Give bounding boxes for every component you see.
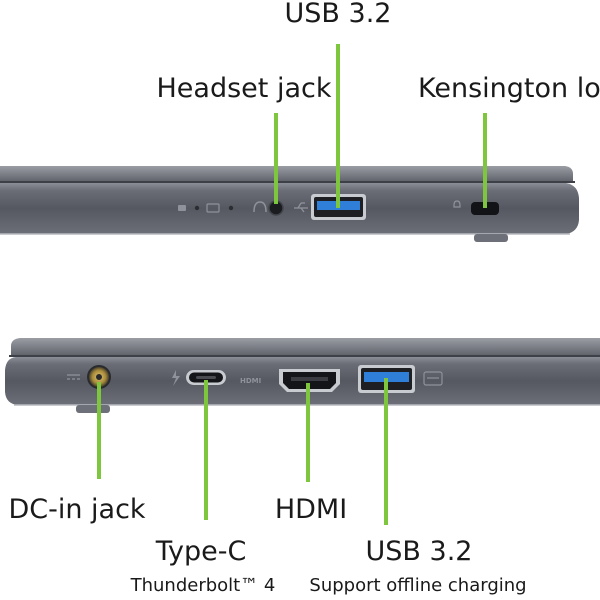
usb-charge-icon [423,371,443,386]
headset-port-icon [253,201,267,213]
led-indicators [178,203,234,213]
label-offline-charging: Support offline charging [309,575,526,596]
base-chassis [0,183,579,234]
lid-edge-bottom [11,338,600,356]
label-headset-jack: Headset jack [157,73,332,104]
laptop-left-side: HDMI [5,338,600,413]
rubber-foot [474,234,508,242]
dc-symbol-icon [67,374,80,380]
hdmi-port [279,369,340,392]
laptop-right-side [0,166,579,242]
label-thunderbolt: Thunderbolt™ 4 [130,575,276,596]
hdmi-mark-text: HDMI [240,377,261,385]
label-usb-top: USB 3.2 [285,0,392,29]
label-dc-in-jack: DC-in jack [8,494,145,525]
label-hdmi: HDMI [275,494,347,525]
usb-symbol-icon [294,202,308,213]
type-c-port [186,370,226,385]
lid-edge [0,166,573,182]
callout-lines [97,44,487,525]
label-type-c: Type-C [155,536,247,567]
rubber-foot-bottom [76,405,110,413]
label-kensington-lock: Kensington lock [418,73,600,104]
kensington-lock-slot [453,200,499,215]
label-usb-bottom: USB 3.2 [366,536,473,567]
thunderbolt-icon [172,370,180,386]
